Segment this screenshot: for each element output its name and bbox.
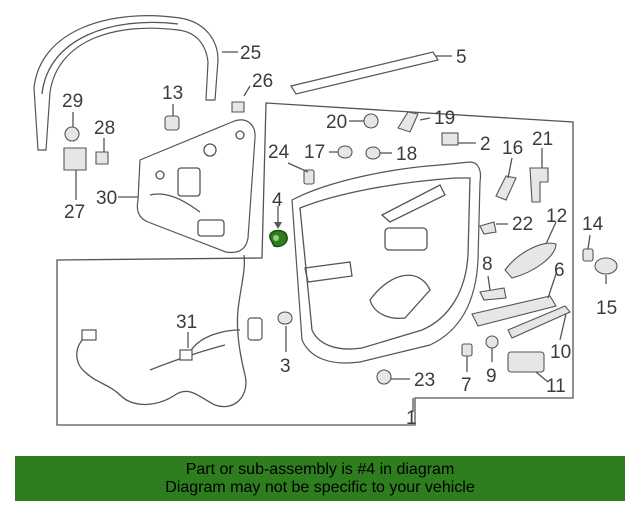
trim-part-10 [507,305,571,339]
callout-27: 27 [64,202,85,223]
callout-30: 30 [96,188,117,209]
callout-26: 26 [252,71,273,92]
highlighted-part-4[interactable] [269,229,288,248]
callout-14: 14 [582,214,604,235]
clip-part-2 [441,132,459,146]
callout-2: 2 [480,134,491,155]
assembly-outline [56,102,574,426]
switch-part-11 [507,351,545,373]
harness-connector-a [81,329,97,341]
callout-20: 20 [326,112,347,133]
callout-3: 3 [280,356,291,377]
grommet-part-20 [363,113,379,129]
callout-8: 8 [482,254,493,275]
callout-22: 22 [512,214,533,235]
callout-6: 6 [554,260,565,281]
clip-part-17 [337,145,353,159]
callout-23: 23 [414,370,435,391]
harness-connector-b [179,349,193,361]
bezel-part-8 [479,287,507,301]
callout-labels: 1 2 3 4 5 6 7 8 9 10 11 12 13 14 15 16 1… [62,43,617,429]
handle-part-12 [504,242,557,279]
callout-11: 11 [546,376,566,397]
callout-25: 25 [240,43,261,64]
info-banner: Part or sub-assembly is #4 in diagram Di… [15,456,625,501]
window-strip-part [290,51,439,95]
door-module-part [136,119,256,254]
clip-part-22 [479,221,497,235]
callout-4: 4 [272,190,283,211]
bracket-part-19 [397,111,419,133]
armrest-part-6 [471,295,557,327]
screw-part-26 [231,101,245,113]
callout-9: 9 [486,366,497,387]
bracket-part-27 [63,147,87,171]
bushing-part-29 [64,126,80,142]
callout-7: 7 [461,375,472,396]
plug-part-23 [376,369,392,385]
callout-15: 15 [596,298,617,319]
callout-1: 1 [406,408,417,429]
callout-28: 28 [94,118,115,139]
leader-lines [72,51,607,412]
clip-part-3 [277,311,293,325]
pin-part-24 [303,169,315,185]
switch-part-16 [495,175,517,201]
bracket-part-21 [529,167,549,203]
banner-line-1: Part or sub-assembly is #4 in diagram [185,461,455,478]
pin-part-7 [461,343,473,357]
frame-seal-part [33,15,219,151]
cap-part-15 [594,257,618,275]
callout-31: 31 [176,312,197,333]
clip-part-18 [365,146,381,160]
harness-connector-c [247,317,263,341]
wiring-harness-part [76,254,247,408]
callout-16: 16 [502,138,523,159]
screw-part-14 [582,248,594,262]
clip-part-9 [485,335,499,349]
clip-part-28 [95,151,109,165]
callout-5: 5 [456,47,467,68]
callout-19: 19 [434,108,455,129]
callout-29: 29 [62,91,83,112]
callout-18: 18 [396,144,417,165]
callout-13: 13 [162,83,183,104]
bumper-part-13 [164,115,180,131]
callout-24: 24 [268,142,290,163]
callout-21: 21 [532,129,553,150]
door-trim-panel-part [291,161,482,364]
callout-10: 10 [550,342,571,363]
callout-12: 12 [546,206,567,227]
banner-line-2: Diagram may not be specific to your vehi… [165,479,475,496]
callout-17: 17 [304,142,325,163]
